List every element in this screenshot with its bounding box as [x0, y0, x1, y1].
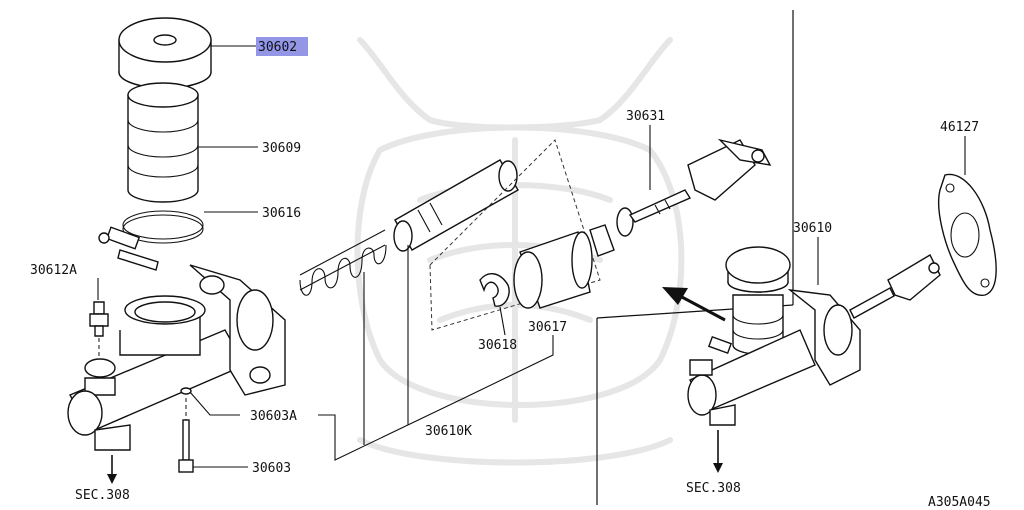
label-30612A[interactable]: 30612A: [30, 263, 77, 278]
piston: [393, 159, 519, 252]
label-30603A[interactable]: 30603A: [250, 409, 297, 424]
kit-outline: [429, 139, 601, 331]
return-spring: [299, 229, 387, 296]
label-30618[interactable]: 30618: [478, 338, 517, 353]
leader-lines: [97, 45, 966, 468]
cup-seal: [513, 231, 593, 309]
label-30616[interactable]: 30616: [262, 206, 301, 221]
sec-reference-left[interactable]: SEC.308: [75, 488, 130, 503]
reservoir: [127, 82, 199, 203]
reservoir-cap: [118, 17, 212, 89]
label-30610[interactable]: 30610: [793, 221, 832, 236]
label-30617[interactable]: 30617: [528, 320, 567, 335]
arrow-icon: [662, 287, 726, 322]
bleeder-screw: [89, 301, 109, 365]
label-30609[interactable]: 30609: [262, 141, 301, 156]
samurai-helmet-watermark-icon: [354, 37, 685, 466]
sec-reference-right[interactable]: SEC.308: [686, 481, 741, 496]
down-arrow-icon: [107, 430, 723, 484]
snap-ring: [479, 273, 510, 307]
label-30603[interactable]: 30603: [252, 461, 291, 476]
stopper-bolt: [178, 387, 194, 473]
master-cylinder-assembly: [687, 246, 941, 426]
diagram-id: A305A045: [928, 495, 991, 510]
master-cylinder-body: [67, 264, 286, 451]
gasket: [938, 173, 997, 296]
label-30602[interactable]: 30602: [258, 40, 297, 55]
label-30631[interactable]: 30631: [626, 109, 665, 124]
label-46127[interactable]: 46127: [940, 120, 979, 135]
label-30610K[interactable]: 30610K: [425, 424, 472, 439]
band-clamp: [98, 210, 204, 271]
highlighted-part-box: [256, 37, 308, 56]
push-rod: [589, 138, 772, 257]
